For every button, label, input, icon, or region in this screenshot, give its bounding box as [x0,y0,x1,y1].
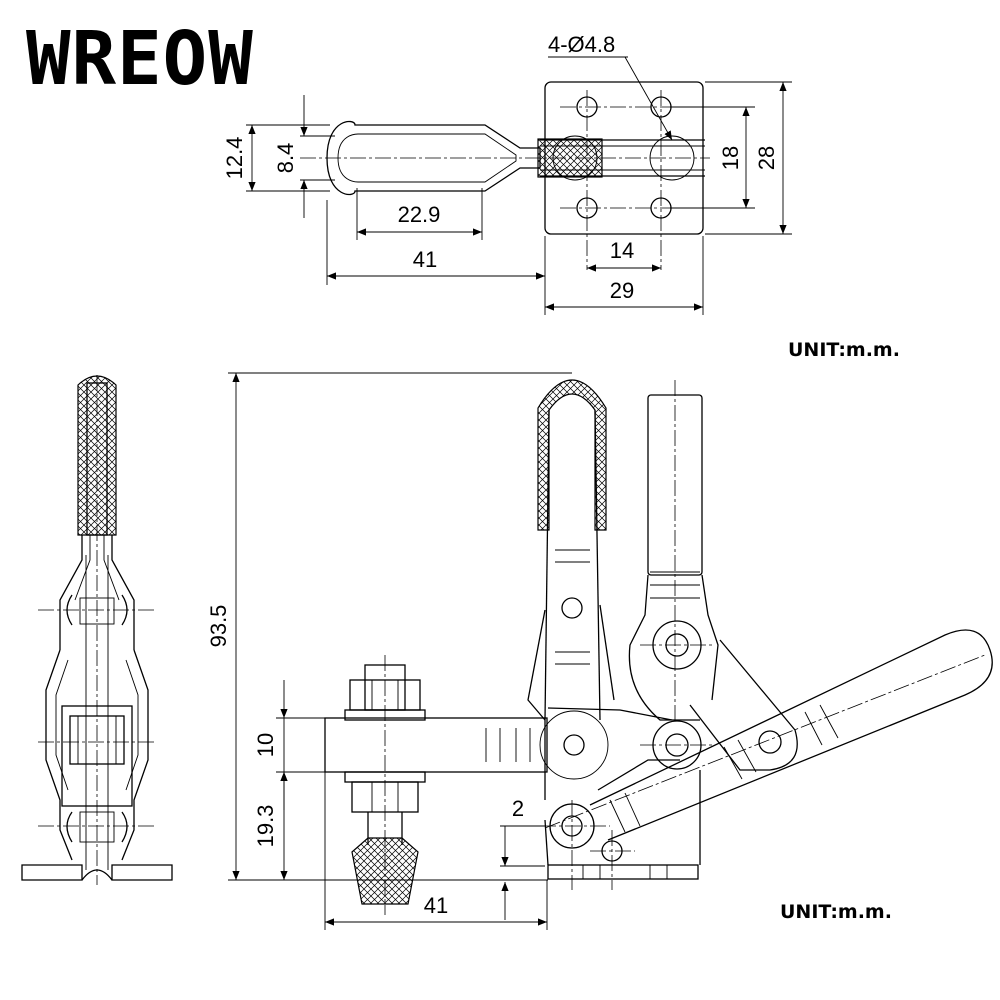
side-view [21,375,173,885]
dim-label-41-top: 41 [413,247,437,272]
dim-label-41-front: 41 [424,893,448,918]
dim-label-29: 29 [610,278,634,303]
front-base-plate [547,864,699,880]
dim-label-19-3: 19.3 [253,805,278,848]
hole-callout: 4-Ø4.8 [548,32,615,57]
front-rubber-grip [537,379,607,531]
rubber-grip [537,138,603,178]
unit-label-bottom: UNIT:m.m. [780,901,892,923]
dim-label-2: 2 [512,796,524,821]
front-view: 93.5 10 19.3 2 41 [206,372,993,930]
unit-label-top: UNIT:m.m. [788,339,900,361]
top-view: 4-Ø4.8 12.4 8.4 22.9 41 14 29 18 [222,32,792,315]
dim-label-12-4: 12.4 [222,137,247,180]
dim-label-22-9: 22.9 [398,202,441,227]
dim-label-28: 28 [754,146,779,170]
brand-logo: WREOW [26,16,254,102]
dim-label-18: 18 [718,146,743,170]
clamp-arm [324,717,548,773]
dim-label-10: 10 [253,733,278,757]
dim-label-14: 14 [610,238,634,263]
dim-label-8-4: 8.4 [273,143,298,174]
dim-label-93-5: 93.5 [206,605,231,648]
